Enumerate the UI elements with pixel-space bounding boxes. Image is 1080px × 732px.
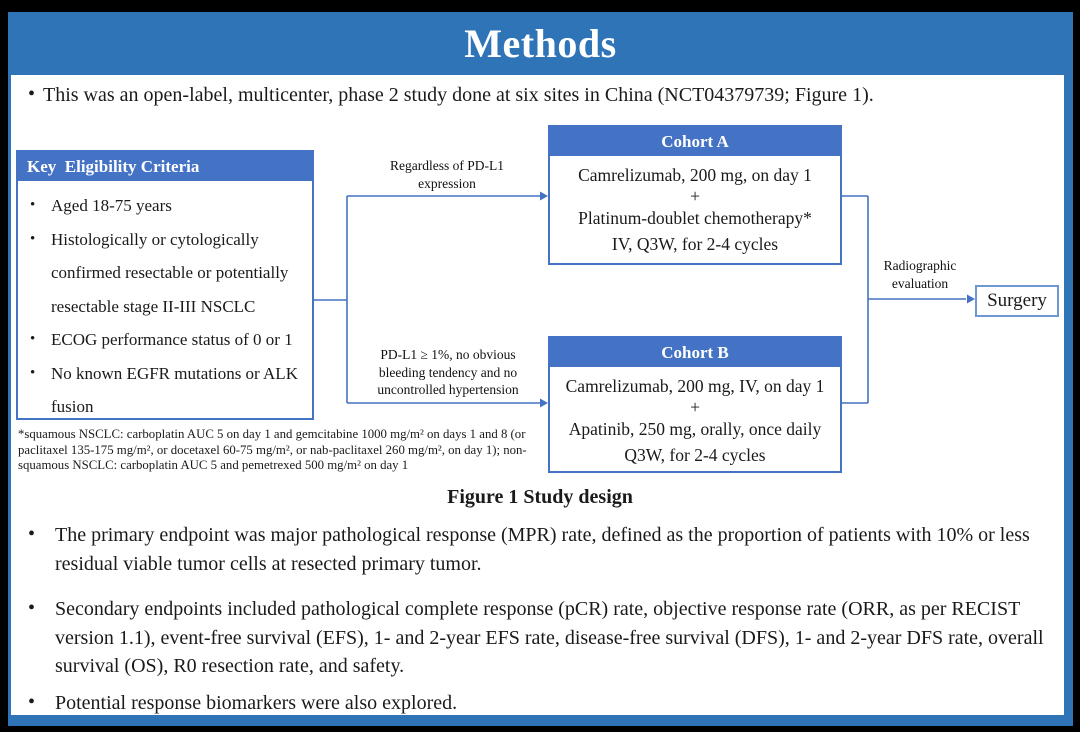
cohort-a-line: Platinum-doublet chemotherapy* <box>578 208 812 228</box>
figure-caption: Figure 1 Study design <box>447 486 633 508</box>
intro-text: This was an open-label, multicenter, pha… <box>43 84 874 106</box>
eligibility-item: Histologically or cytologically confirme… <box>28 223 308 324</box>
cohort-a-header: Cohort A <box>550 127 840 156</box>
bullet-secondary-endpoints: Secondary endpoints included pathologica… <box>28 594 1048 681</box>
bullet-intro: This was an open-label, multicenter, pha… <box>28 80 1044 110</box>
cohort-b-box: Cohort B Camrelizumab, 200 mg, IV, on da… <box>548 336 842 473</box>
footnote: *squamous NSCLC: carboplatin AUC 5 on da… <box>18 427 527 472</box>
plus-sign: + <box>690 186 700 206</box>
eligibility-item: No known EGFR mutations or ALK fusion <box>28 357 308 424</box>
plus-sign: + <box>690 397 700 417</box>
eligibility-item: Aged 18-75 years <box>28 189 308 223</box>
bullet-biomarkers: Potential response biomarkers were also … <box>28 688 1048 718</box>
cohort-b-line: Camrelizumab, 200 mg, IV, on day 1 <box>565 376 825 396</box>
cohort-a-line: Camrelizumab, 200 mg, on day 1 <box>578 165 812 185</box>
eligibility-list: Aged 18-75 years Histologically or cytol… <box>18 181 312 424</box>
surgery-label: Surgery <box>987 290 1047 311</box>
cohort-b-line: Q3W, for 2-4 cycles <box>624 445 766 465</box>
eligibility-box: Key Eligibility Criteria Aged 18-75 year… <box>16 150 314 420</box>
surgery-box: Surgery <box>975 285 1059 317</box>
cohort-b-line: Apatinib, 250 mg, orally, once daily <box>568 419 822 439</box>
eligibility-header: Key Eligibility Criteria <box>18 152 312 181</box>
cohort-a-box: Cohort A Camrelizumab, 200 mg, on day 1 … <box>548 125 842 265</box>
branch-label-bottom: PD-L1 ≥ 1%, no obvious bleeding tendency… <box>377 347 519 397</box>
cohort-a-line: IV, Q3W, for 2-4 cycles <box>611 234 779 254</box>
evaluation-label: Radiographic evaluation <box>883 258 957 291</box>
bullet-primary-endpoint: The primary endpoint was major pathologi… <box>28 520 1048 578</box>
branch-label-top: Regardless of PD-L1 expression <box>390 158 504 191</box>
cohort-b-header: Cohort B <box>550 338 840 367</box>
title-banner: Methods <box>8 12 1073 75</box>
eligibility-item: ECOG performance status of 0 or 1 <box>28 323 308 357</box>
page-title: Methods <box>464 21 617 66</box>
